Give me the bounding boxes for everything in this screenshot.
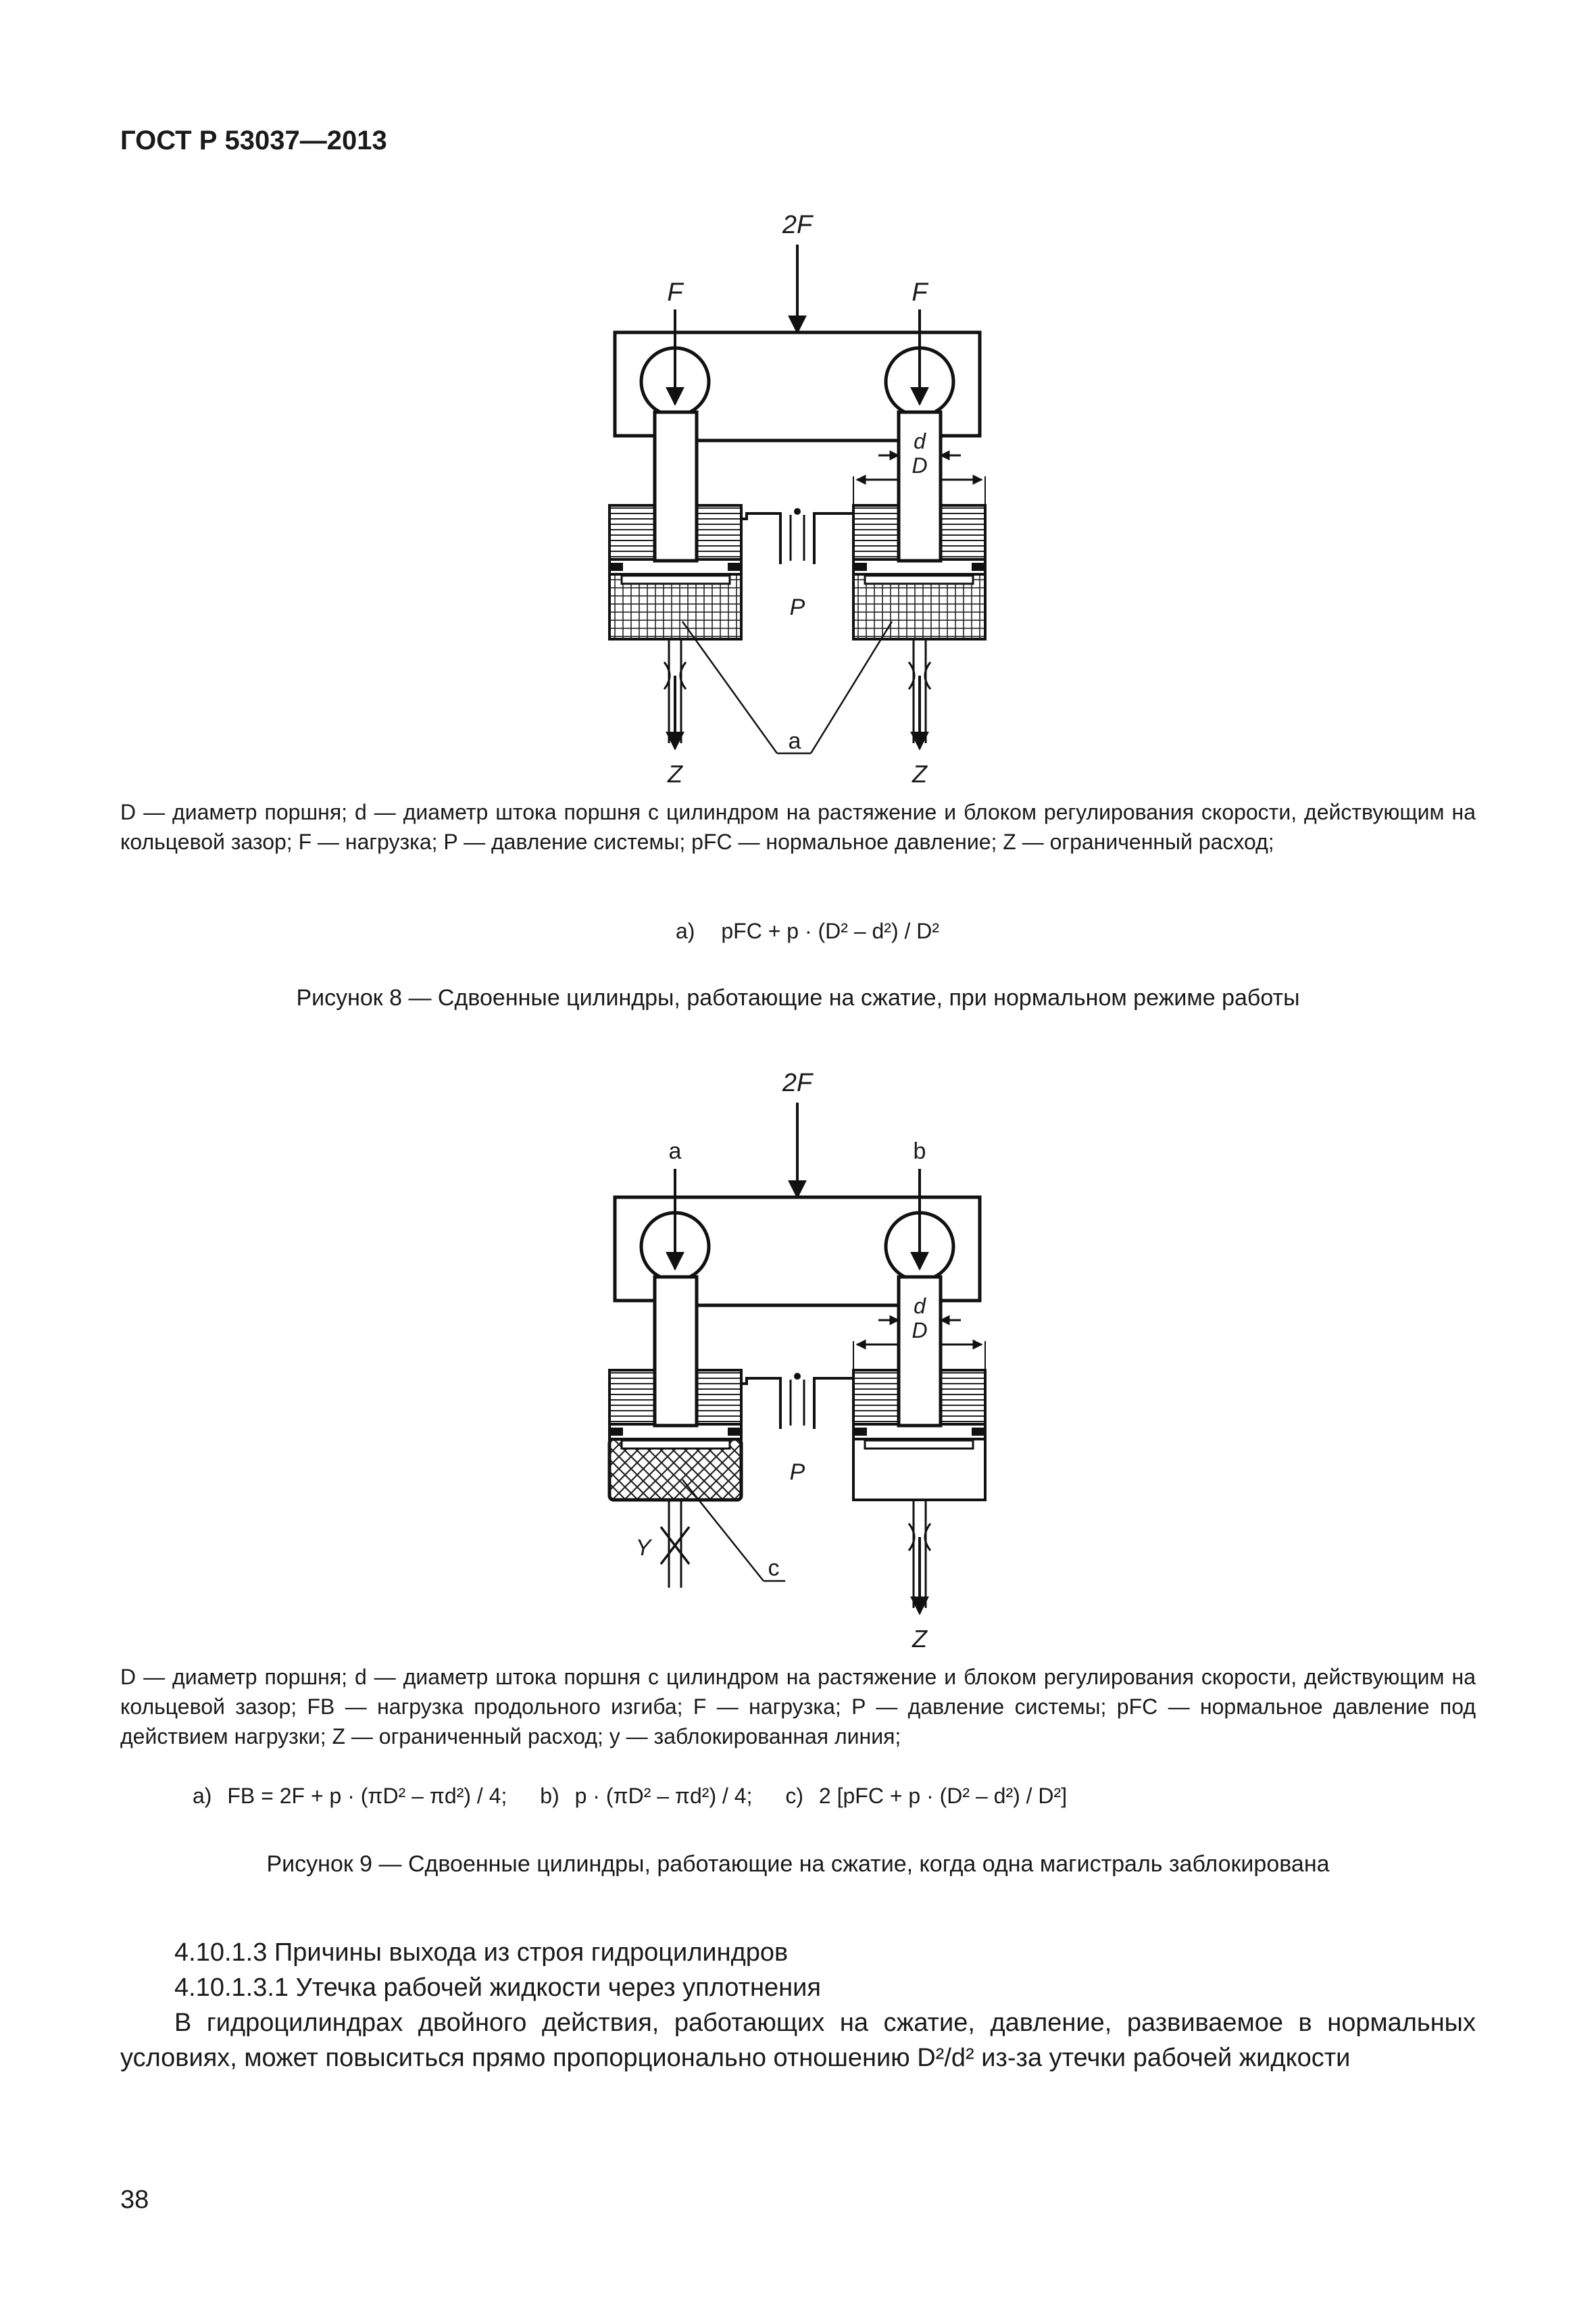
label-p: P (790, 1459, 805, 1485)
figure-9-formulas: a) FB = 2F + p · (πD² – πd²) / 4; b) p ·… (193, 1784, 1067, 1809)
label-p: P (790, 595, 805, 620)
label-big-d: D (912, 453, 927, 478)
formula-b-label: b) (540, 1784, 559, 1808)
label-d: d (914, 1294, 926, 1318)
figure-8-formula: a) pFC + p · (D² – d²) / D² (676, 919, 939, 944)
figure-9-caption: Рисунок 9 — Сдвоенные цилиндры, работающ… (266, 1851, 1330, 1877)
label-f-left: F (667, 278, 684, 307)
section-text: 4.10.1.3 Причины выхода из строя гидроци… (120, 1935, 1476, 2076)
label-c: c (768, 1555, 780, 1581)
label-z: Z (912, 1625, 928, 1653)
figure-8-legend: D — диаметр поршня; d — диаметр штока по… (120, 800, 1476, 854)
label-y: Y (636, 1535, 653, 1561)
figure-9-legend: D — диаметр поршня; d — диаметр штока по… (120, 1665, 1476, 1749)
section-heading-2: 4.10.1.3.1 Утечка рабочей жидкости через… (174, 1973, 821, 2002)
label-f-right: F (912, 278, 928, 307)
formula-a-text: pFC + p · (D² – d²) / D² (721, 919, 940, 943)
formula-label-a: a) (676, 919, 695, 943)
formula-a: FB = 2F + p · (πD² – πd²) / 4; (227, 1784, 507, 1808)
label-z-left: Z (667, 760, 683, 788)
figure-8-diagram: 2F F F P d D Z Z a (595, 203, 1000, 797)
formula-c-label: c) (785, 1784, 804, 1808)
label-b: b (914, 1138, 926, 1164)
document-header: ГОСТ Р 53037—2013 (120, 126, 387, 155)
page-number: 38 (120, 2186, 149, 2214)
formula-c: 2 [pFC + p · (D² – d²) / D²] (818, 1784, 1068, 1808)
formula-a-label: a) (193, 1784, 212, 1808)
formula-b: p · (πD² – πd²) / 4; (574, 1784, 753, 1808)
section-heading-1: 4.10.1.3 Причины выхода из строя гидроци… (174, 1938, 789, 1967)
label-big-d: D (912, 1318, 927, 1342)
label-a: a (789, 728, 801, 754)
label-2f: 2F (782, 211, 814, 239)
section-body: В гидроцилиндрах двойного действия, рабо… (120, 2009, 1476, 2072)
figure-8-caption: Рисунок 8 — Сдвоенные цилиндры, работающ… (296, 985, 1300, 1011)
label-z-right: Z (912, 760, 928, 788)
label-d: d (914, 429, 926, 453)
label-2f: 2F (782, 1069, 814, 1097)
label-a: a (669, 1138, 682, 1164)
figure-9-diagram: 2F a b P d D Y c Z (595, 1067, 1000, 1662)
